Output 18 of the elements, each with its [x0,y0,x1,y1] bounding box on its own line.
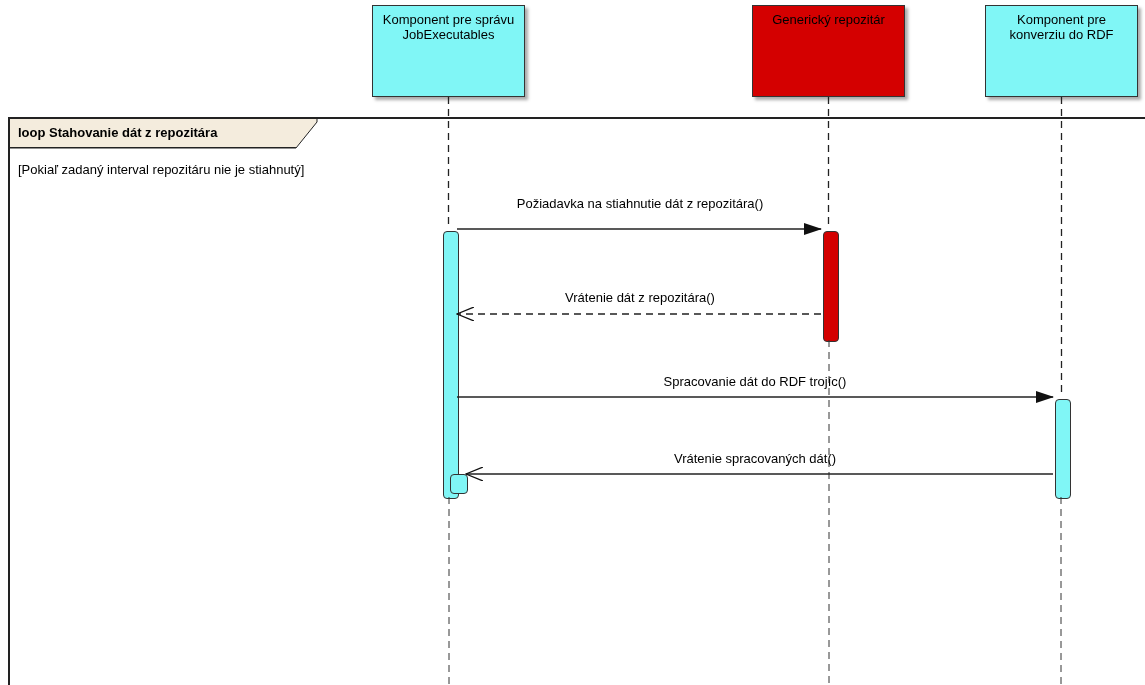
message-arrow [456,223,822,235]
message-label: Požiadavka na stiahnutie dát z repozitára() [516,196,764,211]
return-arrow [456,306,822,322]
message-arrow [465,466,1054,482]
participant-box: Komponent pre správu JobExecutables [372,5,525,97]
activation-bar [1055,399,1071,499]
activation-bar [443,231,459,499]
loop-frame [8,117,1145,685]
frame-heading: loop Stahovanie dát z repozitára [10,119,317,148]
activation-bar [450,474,468,494]
message-label: Spracovanie dát do RDF trojíc() [663,374,847,389]
message-label: Vrátenie spracovaných dát() [673,451,837,466]
message-arrow [456,391,1054,403]
participant-box: Generický repozitár [752,5,905,97]
message-label: Vrátenie dát z repozitára() [565,290,715,305]
participant-box: Komponent pre konverziu do RDF [985,5,1138,97]
guard-condition: [Pokiaľ zadaný interval repozitáru nie je stiahnutý] [18,162,305,177]
activation-bar [823,231,839,342]
